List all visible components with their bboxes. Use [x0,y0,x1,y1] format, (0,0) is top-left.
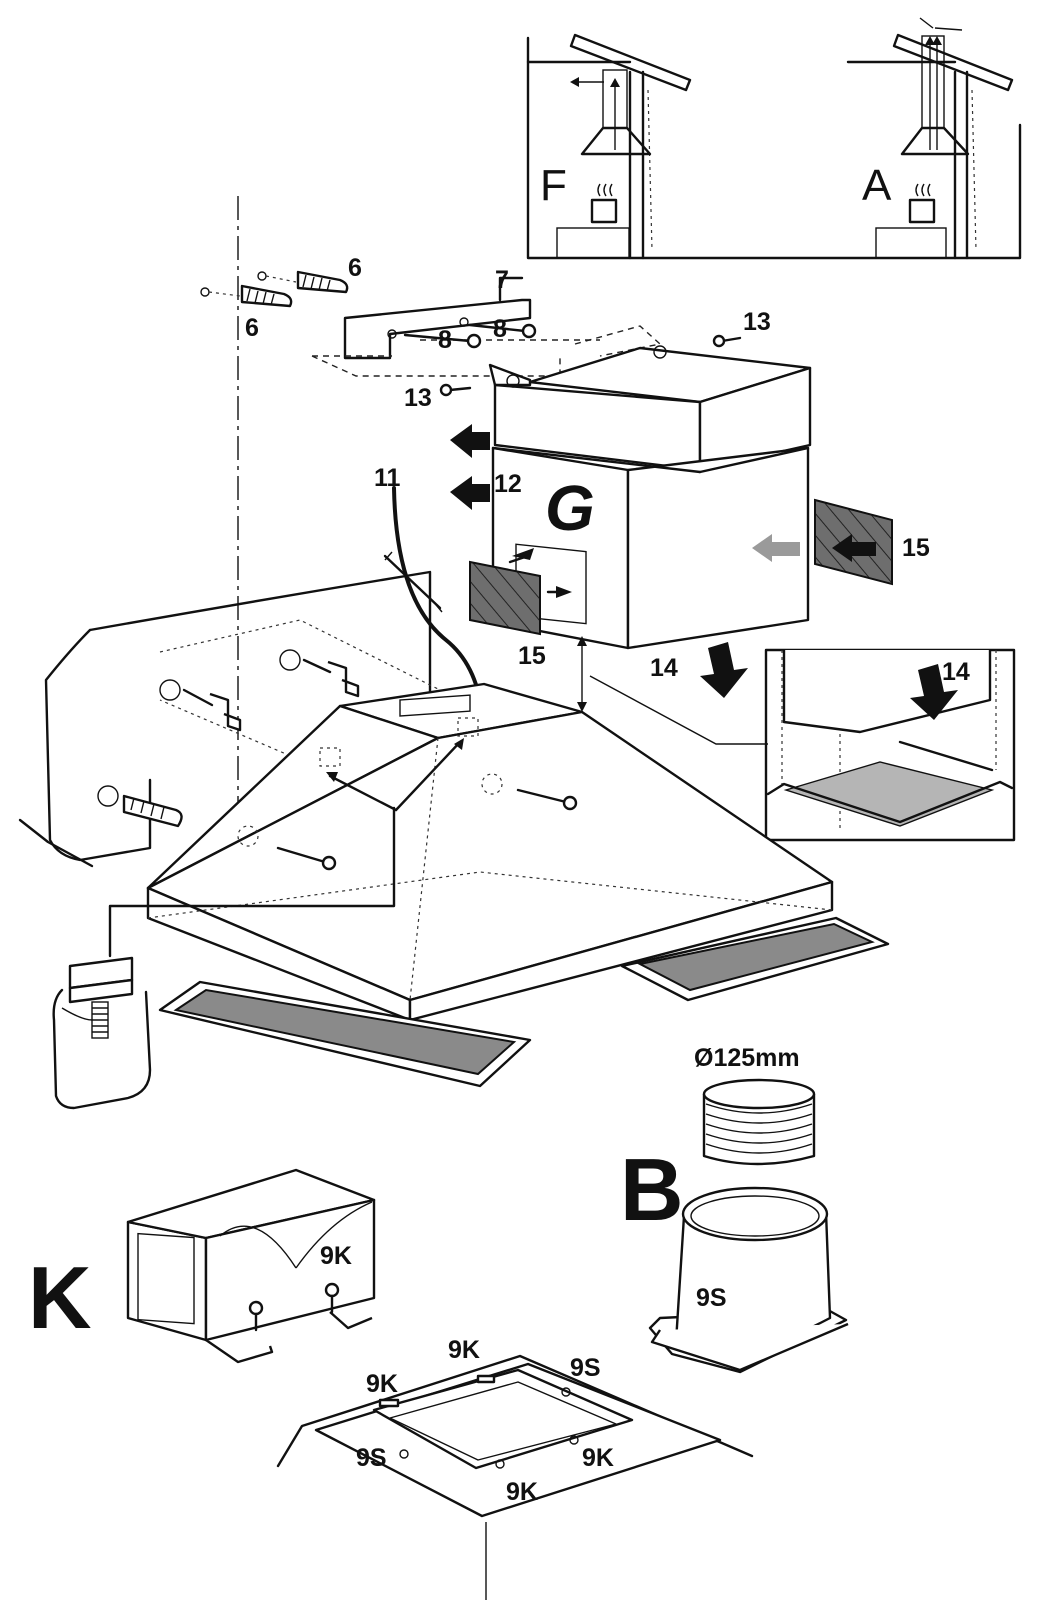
round-adapter-9S [648,1186,849,1374]
round-adapter-label: 9S [696,1284,727,1312]
arrow-14-down [700,642,748,698]
hood-top-plate [276,1354,754,1600]
plate-label-bottom-9K: 9K [506,1478,538,1506]
chimney-hole-right [653,345,667,359]
arrow-grey-right [752,534,800,562]
label-13-left: 13 [404,384,432,412]
screw-8-left [387,329,482,349]
arrow-12-upper [450,424,490,458]
screw-hood-left [276,846,337,871]
filter-mode-label: F [540,161,567,210]
label-14-detail: 14 [942,658,970,686]
label-7: 7 [495,266,509,294]
label-K: K [28,1248,92,1347]
wall-plug-6-upper [257,270,349,294]
label-B: B [620,1140,684,1239]
label-15-right: 15 [902,534,930,562]
mounting-bracket-7 [311,276,662,377]
filter-15-right [752,498,893,586]
plate-label-right-9K: 9K [582,1444,614,1472]
hood-canopy [108,682,834,1022]
power-cable-11 [392,486,484,714]
ventilation-modes-inset: F A [526,17,1022,260]
plate-label-left-9S: 9S [356,1444,387,1472]
plate-label-top-9K: 9K [448,1336,480,1364]
chimney-seat-detail [764,648,1016,842]
extraction-mode-scene: A [846,17,1014,260]
label-11: 11 [374,464,401,492]
grease-filter-left [158,980,532,1088]
screw-8-right [459,317,537,339]
label-G: G [545,472,595,544]
label-8-right: 8 [493,315,507,343]
filter-15-left [469,548,572,636]
duct-diameter-label: Ø125mm [694,1044,800,1072]
label-6-upper: 6 [348,254,362,282]
label-12: 12 [494,470,522,498]
chimney-lower-section [491,446,810,650]
label-15-left: 15 [518,642,546,670]
gap-dimension [577,636,768,745]
chimney-hole-left [506,374,520,388]
label-8-left: 8 [438,326,452,354]
wall-hook-left [182,688,242,732]
hook-detail [52,956,152,1110]
wall-hook-right [302,658,360,698]
extraction-mode-label: A [862,161,892,210]
screw-13-right [712,334,742,348]
label-14: 14 [650,654,678,682]
plate-label-right-9S: 9S [570,1354,601,1382]
square-adapter-label: 9K [320,1242,352,1270]
wall-plug-lower-left [122,794,183,828]
duct-pipe [702,1078,816,1166]
square-adapter-9K [126,1168,376,1364]
screw-13-left [439,383,472,397]
screw-hood-right [516,788,578,811]
grease-filter-right [620,916,890,1002]
filter-mode-scene: F [526,33,692,260]
chimney-upper-section [488,346,812,472]
wall-plug-6-lower [200,284,293,308]
arrow-12-lower [450,476,490,510]
plate-label-left-9K: 9K [366,1370,398,1398]
label-6-lower: 6 [245,314,259,342]
label-13-right: 13 [743,308,771,336]
